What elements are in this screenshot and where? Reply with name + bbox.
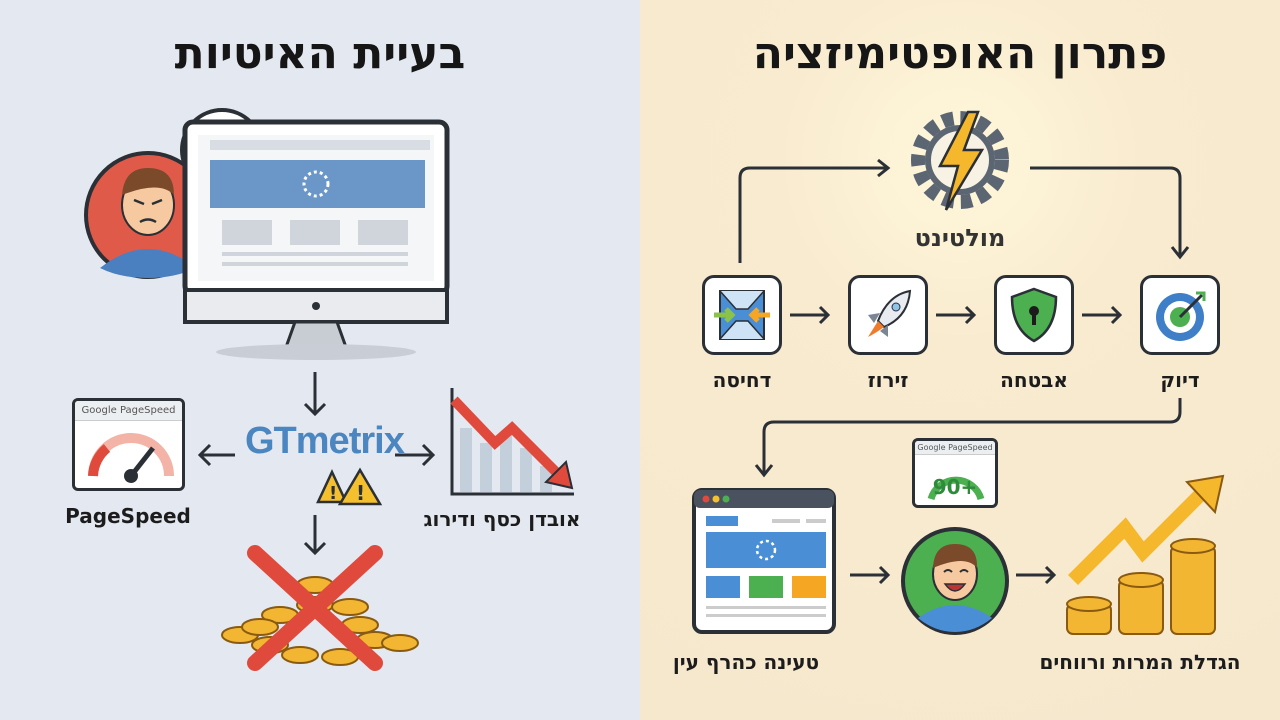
step-label-precision: דיוק: [1160, 368, 1200, 392]
warning-icons: !!: [316, 467, 383, 506]
svg-text:!: !: [356, 481, 365, 505]
solution-title: פתרון האופטימיזציה: [752, 28, 1168, 79]
falling-chart-icon: [450, 388, 574, 496]
green-gauge-icon: [927, 476, 985, 501]
problem-panel: בעיית האיטיות Google PageSpeed: [0, 0, 640, 720]
step-label-secure: אבטחה: [1000, 368, 1068, 392]
speed-gauge-icon: [88, 433, 174, 483]
flow-arrows: [197, 372, 436, 556]
money-ranking-loss-label: אובדן כסף ודירוג: [423, 507, 581, 531]
process-connectors: [738, 158, 1190, 585]
happy-user-avatar: [901, 527, 1009, 635]
svg-text:!: !: [329, 483, 337, 504]
step-label-compress: דחיסה: [712, 368, 772, 392]
shield-icon: [1010, 287, 1058, 343]
engine-label: מולטינט: [914, 224, 1006, 252]
pagespeed-card: Google PageSpeed: [72, 398, 185, 491]
target-icon: [1156, 291, 1206, 341]
fast-load-label: טעינה כהרף עין: [672, 650, 820, 674]
pagespeed-score: 90+: [932, 475, 978, 499]
rocket-icon: [868, 289, 912, 337]
pagespeed-score-header: Google PageSpeed: [915, 441, 995, 455]
fast-website-browser-icon: [692, 488, 836, 634]
slow-computer-monitor: [182, 119, 450, 360]
compress-icon: [714, 290, 770, 340]
pagespeed-card-header: Google PageSpeed: [75, 401, 182, 421]
gtmetrix-logo: GTmetrix: [245, 420, 405, 462]
growth-coins-chart-icon: [1066, 474, 1225, 635]
step-precision: [1140, 275, 1220, 355]
problem-title: בעיית האיטיות: [174, 28, 466, 79]
crossed-out-coins-icon: [221, 545, 419, 671]
step-compress: [702, 275, 782, 355]
solution-panel: פתרון האופטימיזציה מולטינט: [640, 0, 1280, 720]
step-accelerate: [848, 275, 928, 355]
pagespeed-score-bubble: Google PageSpeed 90+: [912, 438, 998, 508]
step-secure: [994, 275, 1074, 355]
engine-gear-lightning-icon: [911, 110, 1009, 211]
growth-label: הגדלת המרות ורווחים: [1039, 650, 1241, 674]
pagespeed-label: PageSpeed: [65, 504, 191, 528]
step-label-accelerate: זירוז: [867, 368, 909, 392]
